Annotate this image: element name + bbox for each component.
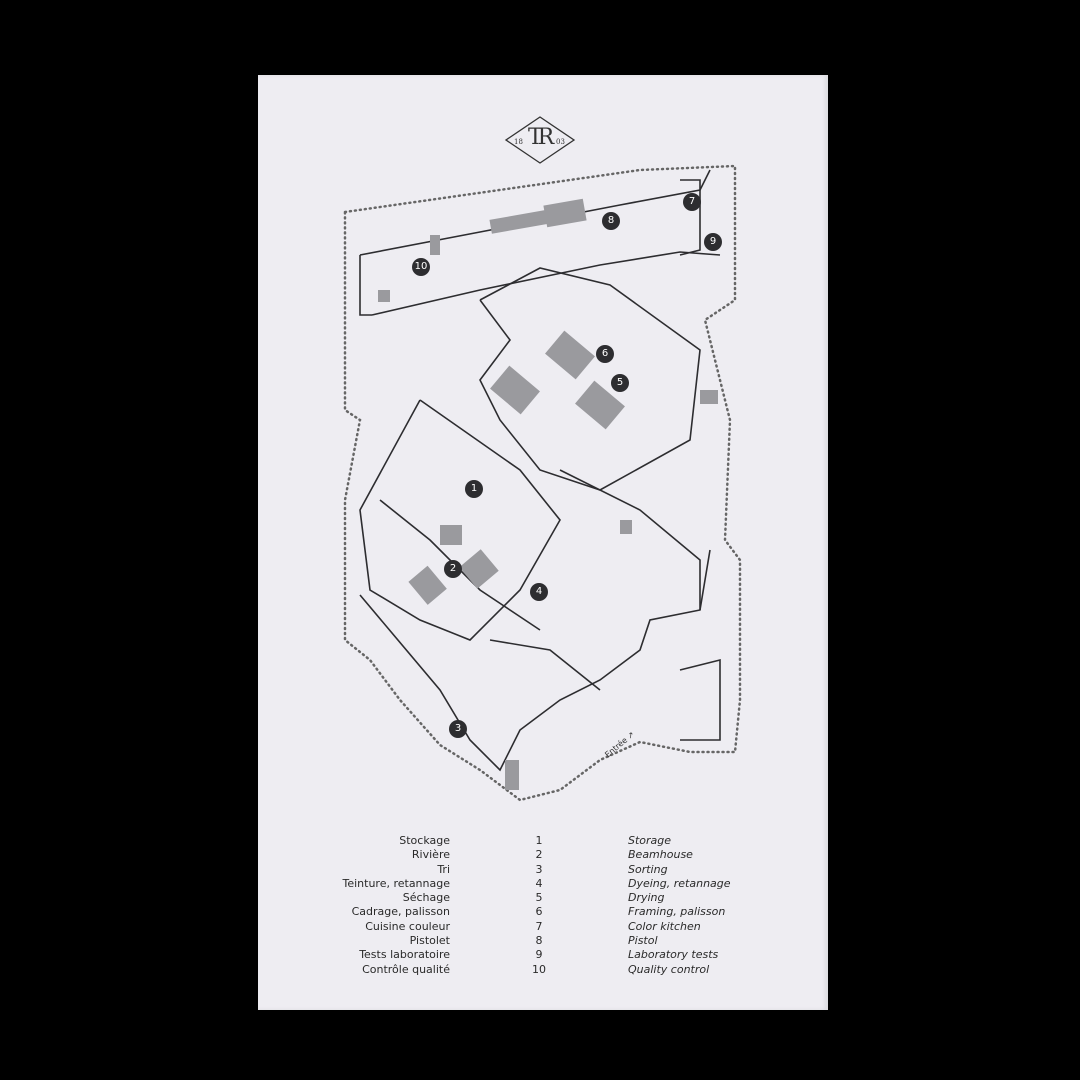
legend-en: Beamhouse bbox=[628, 848, 693, 862]
legend-num: 4 bbox=[535, 876, 543, 890]
legend-row: Contrôle qualité 10 Quality control bbox=[300, 963, 760, 977]
legend-fr: Pistolet bbox=[409, 934, 450, 948]
legend-num: 8 bbox=[535, 934, 543, 948]
map-marker-9: 9 bbox=[704, 233, 722, 251]
legend-num: 7 bbox=[535, 919, 543, 933]
legend-row: Rivière 2 Beamhouse bbox=[300, 848, 760, 862]
document-page bbox=[258, 75, 828, 1010]
legend-en: Framing, palisson bbox=[628, 905, 726, 919]
legend-row: Stockage 1 Storage bbox=[300, 834, 760, 848]
legend-en: Pistol bbox=[628, 934, 658, 948]
legend-fr: Stockage bbox=[399, 834, 450, 847]
legend-num: 3 bbox=[535, 862, 543, 876]
legend-num: 6 bbox=[535, 905, 543, 919]
site-boundary bbox=[343, 164, 742, 802]
legend-en: Sorting bbox=[628, 862, 668, 876]
map-marker-10: 10 bbox=[412, 258, 430, 276]
map-marker-1: 1 bbox=[465, 480, 483, 498]
legend-num: 1 bbox=[535, 834, 543, 847]
logo-year-left: 18 bbox=[514, 138, 523, 146]
legend-fr: Contrôle qualité bbox=[362, 962, 450, 976]
legend-row: Pistolet 8 Pistol bbox=[300, 934, 760, 948]
map-marker-7: 7 bbox=[683, 193, 701, 211]
legend-num: 10 bbox=[532, 962, 546, 976]
legend-row: Cadrage, palisson 6 Framing, palisson bbox=[300, 905, 760, 919]
legend-en: Quality control bbox=[628, 962, 710, 976]
legend-row: Teinture, retannage 4 Dyeing, retannage bbox=[300, 877, 760, 891]
map-marker-3: 3 bbox=[449, 720, 467, 738]
legend-en: Laboratory tests bbox=[628, 948, 719, 962]
legend-en: Color kitchen bbox=[628, 919, 701, 933]
legend-row: Tri 3 Sorting bbox=[300, 863, 760, 877]
legend-num: 5 bbox=[535, 891, 543, 905]
map-marker-4: 4 bbox=[530, 583, 548, 601]
legend-en: Drying bbox=[628, 891, 665, 905]
legend-num: 9 bbox=[535, 948, 543, 962]
legend-en: Dyeing, retannage bbox=[628, 876, 731, 890]
legend-fr: Rivière bbox=[411, 848, 450, 862]
legend-fr: Cuisine couleur bbox=[365, 919, 450, 933]
machines bbox=[378, 198, 718, 790]
map-marker-5: 5 bbox=[611, 374, 629, 392]
map-marker-2: 2 bbox=[444, 560, 462, 578]
legend-fr: Tri bbox=[437, 862, 450, 876]
legend-fr: Teinture, retannage bbox=[342, 876, 450, 890]
logo-year-right: 03 bbox=[556, 138, 565, 146]
map-marker-8: 8 bbox=[602, 212, 620, 230]
legend-num: 2 bbox=[535, 848, 543, 862]
logo-diamond bbox=[504, 116, 576, 164]
legend-fr: Séchage bbox=[402, 891, 450, 905]
legend-row: Cuisine couleur 7 Color kitchen bbox=[300, 920, 760, 934]
legend-fr: Cadrage, palisson bbox=[351, 905, 450, 919]
logo-monogram: TR bbox=[528, 125, 554, 150]
legend-en: Storage bbox=[628, 834, 672, 847]
legend-fr: Tests laboratoire bbox=[359, 948, 450, 962]
legend-row: Séchage 5 Drying bbox=[300, 891, 760, 905]
map-marker-6: 6 bbox=[596, 345, 614, 363]
legend-row: Tests laboratoire 9 Laboratory tests bbox=[300, 948, 760, 962]
